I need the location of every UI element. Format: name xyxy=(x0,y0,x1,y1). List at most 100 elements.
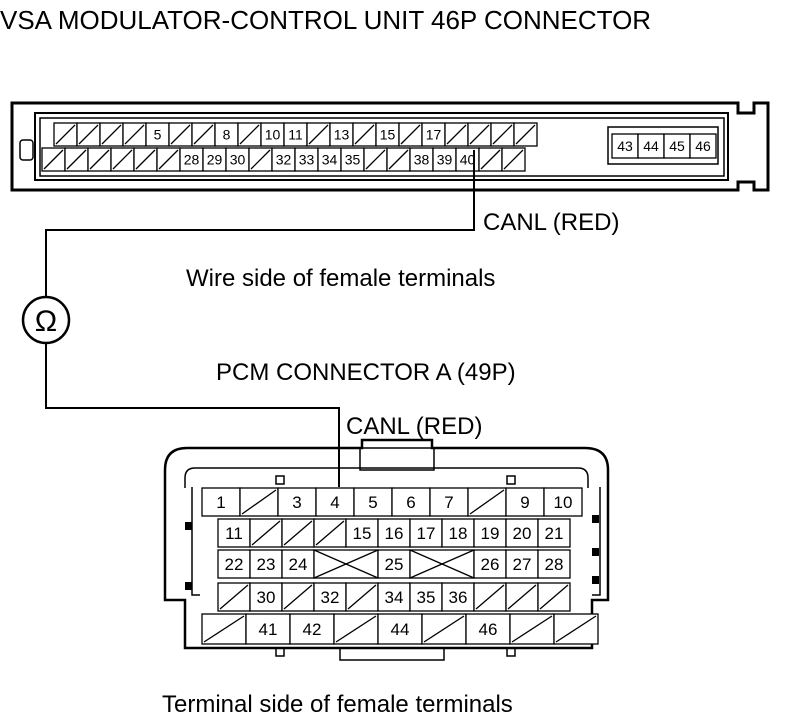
unused-terminal xyxy=(501,147,526,172)
terminal-label: 42 xyxy=(303,620,322,639)
terminal-26: 26 xyxy=(473,549,507,579)
terminal-40: 40 xyxy=(455,147,480,172)
terminal-label: 5 xyxy=(368,493,377,512)
unused-terminal xyxy=(237,122,262,147)
terminal-28: 28 xyxy=(179,147,204,172)
terminal-label: 23 xyxy=(257,555,276,574)
terminal-label: 18 xyxy=(449,524,468,543)
terminal-29: 29 xyxy=(202,147,227,172)
terminal-16: 16 xyxy=(377,518,411,548)
unused-terminal xyxy=(478,147,503,172)
terminal-label: 46 xyxy=(695,138,711,154)
terminal-3: 3 xyxy=(277,487,317,517)
terminal-label: 10 xyxy=(265,127,281,143)
terminal-8: 8 xyxy=(214,122,239,147)
terminal-label: 22 xyxy=(225,555,244,574)
terminal-42: 42 xyxy=(289,613,335,645)
terminal-10: 10 xyxy=(543,487,583,517)
terminal-label: 19 xyxy=(481,524,500,543)
terminal-label: 28 xyxy=(184,152,200,168)
unused-terminal xyxy=(313,518,347,548)
terminal-33: 33 xyxy=(294,147,319,172)
terminal-label: 10 xyxy=(554,493,573,512)
terminal-25: 25 xyxy=(377,549,411,579)
ohm-symbol: Ω xyxy=(35,305,57,338)
terminal-17: 17 xyxy=(409,518,443,548)
terminal-label: 30 xyxy=(230,152,246,168)
terminal-label: 11 xyxy=(225,524,243,543)
terminal-34: 34 xyxy=(317,147,342,172)
unused-terminal xyxy=(201,613,247,645)
terminal-43: 43 xyxy=(611,133,639,159)
vsa-connector-title: VSA MODULATOR-CONTROL UNIT 46P CONNECTOR xyxy=(0,5,651,35)
terminal-30: 30 xyxy=(249,582,283,612)
terminal-34: 34 xyxy=(377,582,411,612)
unused-terminal xyxy=(537,582,571,612)
terminal-7: 7 xyxy=(429,487,469,517)
unused-terminal xyxy=(467,122,492,147)
terminal-6: 6 xyxy=(391,487,431,517)
unused-terminal xyxy=(281,518,315,548)
unused-terminal xyxy=(248,147,273,172)
terminal-30: 30 xyxy=(225,147,250,172)
terminal-23: 23 xyxy=(249,549,283,579)
terminal-label: 44 xyxy=(643,138,659,154)
terminal-label: 9 xyxy=(520,493,529,512)
terminal-15: 15 xyxy=(375,122,400,147)
unused-terminal xyxy=(87,147,112,172)
unused-terminal xyxy=(490,122,515,147)
terminal-36: 36 xyxy=(441,582,475,612)
pcm-latch-marks xyxy=(185,515,599,590)
pcm-connector xyxy=(163,438,610,661)
terminal-5: 5 xyxy=(145,122,170,147)
unused-terminal xyxy=(99,122,124,147)
terminal-label: 15 xyxy=(380,127,396,143)
unused-terminal xyxy=(398,122,423,147)
terminal-label: 17 xyxy=(417,524,436,543)
terminal-label: 26 xyxy=(481,555,500,574)
terminal-17: 17 xyxy=(421,122,446,147)
terminal-4: 4 xyxy=(315,487,355,517)
terminal-label: 5 xyxy=(154,127,162,143)
unused-terminal xyxy=(363,147,388,172)
terminal-45: 45 xyxy=(663,133,691,159)
unused-terminal xyxy=(505,582,539,612)
terminal-label: 43 xyxy=(617,138,633,154)
terminal-label: 45 xyxy=(669,138,685,154)
terminal-11: 11 xyxy=(283,122,308,147)
terminal-label: 7 xyxy=(444,493,453,512)
terminal-label: 29 xyxy=(207,152,223,168)
unused-terminal xyxy=(513,122,538,147)
unused-terminal xyxy=(239,487,279,517)
unused-terminal xyxy=(217,582,251,612)
terminal-label: 35 xyxy=(345,152,361,168)
terminal-label: 44 xyxy=(391,620,410,639)
terminal-1: 1 xyxy=(201,487,241,517)
terminal-38: 38 xyxy=(409,147,434,172)
terminal-44: 44 xyxy=(377,613,423,645)
terminal-44: 44 xyxy=(637,133,665,159)
unused-terminal xyxy=(41,147,66,172)
vsa-wire-label: CANL (RED) xyxy=(483,209,619,236)
unused-terminal xyxy=(64,147,89,172)
terminal-label: 25 xyxy=(385,555,404,574)
terminal-label: 8 xyxy=(223,127,231,143)
terminal-label: 4 xyxy=(330,493,339,512)
terminal-22: 22 xyxy=(217,549,251,579)
unused-terminal xyxy=(76,122,101,147)
blocked-cavity xyxy=(409,549,475,579)
terminal-label: 24 xyxy=(289,555,308,574)
blocked-cavity xyxy=(313,549,379,579)
terminal-35: 35 xyxy=(340,147,365,172)
terminal-32: 32 xyxy=(313,582,347,612)
unused-terminal xyxy=(122,122,147,147)
terminal-label: 30 xyxy=(257,588,276,607)
terminal-label: 3 xyxy=(292,493,301,512)
terminal-20: 20 xyxy=(505,518,539,548)
unused-terminal xyxy=(306,122,331,147)
unused-terminal xyxy=(133,147,158,172)
terminal-label: 21 xyxy=(545,524,564,543)
terminal-11: 11 xyxy=(217,518,251,548)
